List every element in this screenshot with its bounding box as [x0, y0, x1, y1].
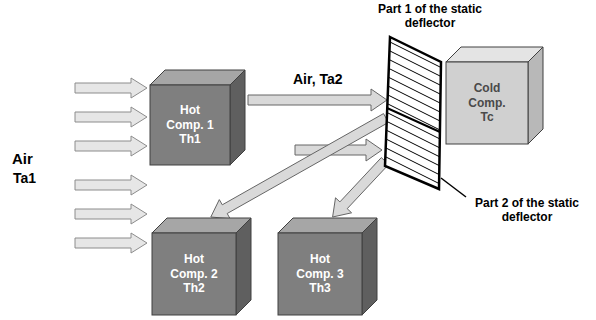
air-arrow [75, 175, 147, 195]
text-area: Hot Comp. 3Th3 [278, 233, 362, 315]
hatch-line [384, 192, 444, 222]
flow-label: Air [12, 150, 33, 167]
deflector-shape [384, 36, 442, 190]
leader-line [441, 178, 466, 197]
text-area: Hot Comp. 1Th1 [150, 85, 230, 165]
cold-component: Cold Comp.Tc [446, 62, 528, 144]
temperature-symbol: Th2 [183, 281, 204, 295]
temperature-symbol: Ta1 [13, 170, 36, 186]
temperature-symbol: Tc [480, 110, 493, 124]
hatch-line [384, 48, 444, 78]
hatch-line [384, 210, 444, 240]
cube-top [150, 70, 245, 85]
text-area: Hot Comp. 2Th2 [152, 233, 236, 315]
cube-side [230, 70, 245, 165]
cube-top [446, 47, 543, 62]
cube-side [236, 218, 251, 315]
air-flow-arrow [248, 89, 387, 111]
hatch-line [384, 156, 444, 186]
air-arrow [75, 233, 147, 253]
cube-side [362, 218, 377, 315]
deflector-hatch [384, 0, 444, 258]
hot-component: Hot Comp. 3Th3 [278, 233, 362, 315]
cube-top [278, 218, 377, 233]
part-label: Part 2 of the static deflector [468, 196, 586, 225]
deflector-outline [385, 37, 441, 189]
deflector-plate [385, 37, 441, 189]
cube-top [152, 218, 251, 233]
component-name: Hot Comp. 1 [161, 103, 219, 132]
hatch-line [384, 66, 444, 96]
hatch-line [384, 93, 444, 123]
air-arrow [75, 78, 147, 98]
static-deflector: Part 1 of the static deflectorPart 2 of … [384, 36, 442, 190]
hatch-line [384, 57, 444, 87]
hatch-line [384, 201, 444, 231]
hatch-line [384, 120, 444, 150]
temperature-symbol: Th3 [309, 281, 330, 295]
hot-component: Hot Comp. 2Th2 [152, 233, 236, 315]
flow-label: Air, Ta2 [291, 71, 345, 87]
deflector-division [387, 108, 440, 132]
cube-front [152, 233, 236, 315]
hatch-line [384, 129, 444, 159]
hatch-line [384, 228, 444, 258]
hatch-line [384, 84, 444, 114]
text-area: Cold Comp.Tc [446, 62, 528, 144]
component-name: Cold Comp. [458, 81, 516, 110]
cube-front [278, 233, 362, 315]
cube-side [528, 47, 543, 144]
component-name: Hot Comp. 3 [291, 252, 349, 281]
hatch-line [384, 111, 444, 141]
hatch-line [384, 39, 444, 69]
hatch-line [384, 219, 444, 249]
air-flow-arrow [333, 158, 389, 217]
hot-component: Hot Comp. 1Th1 [150, 85, 230, 165]
hatch-line [384, 102, 444, 132]
hatch-line [384, 147, 444, 177]
cube-front [150, 85, 230, 165]
hatch-line [384, 75, 444, 105]
air-arrow [75, 204, 147, 224]
hatch-line [384, 138, 444, 168]
temperature-symbol: Th1 [179, 132, 200, 146]
air-arrow [75, 136, 147, 156]
component-name: Hot Comp. 2 [165, 252, 223, 281]
air-arrow [75, 107, 147, 127]
cube-front [446, 62, 528, 144]
hatch-line [384, 30, 444, 60]
part-label: Part 1 of the static deflector [370, 2, 490, 31]
